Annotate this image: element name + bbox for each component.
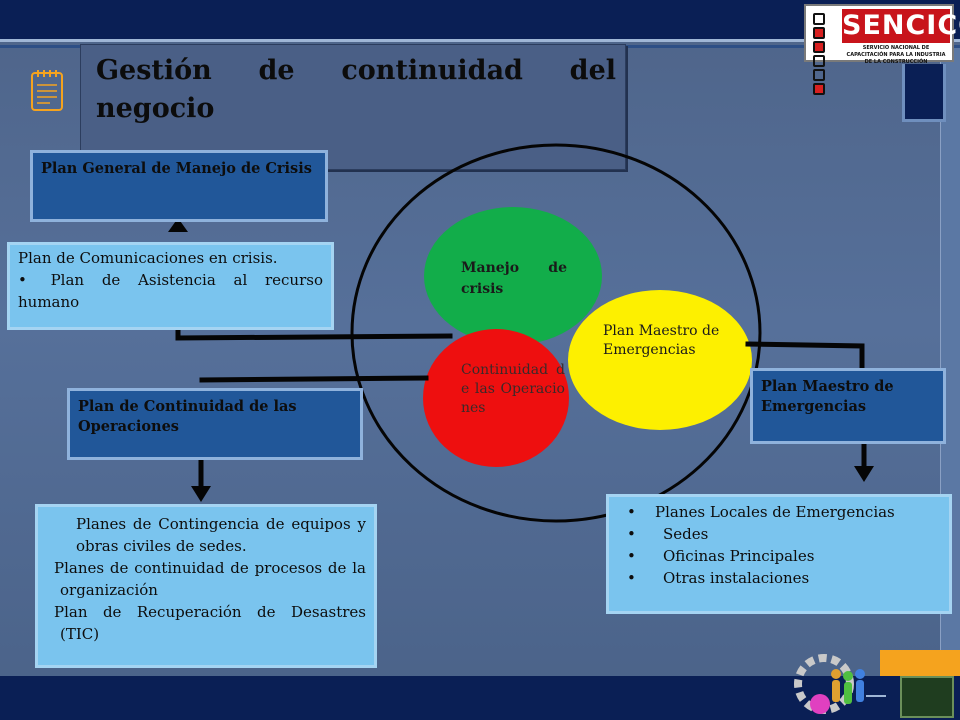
crisis-detail-1: Plan de Comunicaciones en crisis. <box>18 249 278 267</box>
list-item: Otras instalaciones <box>617 567 941 589</box>
box-continuidad-details: Planes de Contingencia de equipos y obra… <box>35 504 377 668</box>
label-plan-maestro: Plan Maestro de Emergencias <box>603 323 720 358</box>
box-comunicaciones-crisis: Plan de Comunicaciones en crisis. Plan d… <box>7 242 334 330</box>
list-item: Planes de Contingencia de equipos y obra… <box>76 515 366 555</box>
bottom-emblem-icon <box>900 676 954 718</box>
page-title: Gestión de continuidad del negocio <box>96 55 616 124</box>
crisis-detail-2: Plan de Asistencia al recurso humano <box>18 271 323 311</box>
box-plan-continuidad-title: Plan de Continuidad de las Operaciones <box>78 398 297 435</box>
logo-subtitle: SERVICIO NACIONAL DE CAPACITACIÓN PARA L… <box>846 45 946 65</box>
circle-manejo-crisis <box>424 207 602 345</box>
orange-accent <box>880 650 960 676</box>
arrow-down-emergencias <box>854 466 874 482</box>
top-band <box>0 0 960 42</box>
list-item: Planes de continuidad de procesos de la … <box>54 559 366 599</box>
circle-continuidad <box>423 329 569 467</box>
connector-crisis <box>175 327 453 341</box>
logo-brand: SENCICO <box>842 9 960 43</box>
box-plan-maestro-emergencias: Plan Maestro de Emergencias <box>750 368 946 444</box>
list-item: Oficinas Principales <box>617 545 941 567</box>
emergencias-list: Planes Locales de Emergencias Sedes Ofic… <box>617 501 941 589</box>
notepad-icon <box>31 70 63 111</box>
arrow-up-crisis <box>168 218 188 232</box>
circle-plan-maestro <box>568 290 752 430</box>
connector-emergencias <box>745 341 865 373</box>
logo-marks-icon <box>812 12 838 95</box>
box-plan-general-crisis-title: Plan General de Manejo de Crisis <box>41 160 312 177</box>
box-emergencias-details: Planes Locales de Emergencias Sedes Ofic… <box>606 494 952 614</box>
connector-continuidad <box>199 375 429 383</box>
box-plan-continuidad: Plan de Continuidad de las Operaciones <box>67 388 363 460</box>
box-plan-maestro-title: Plan Maestro de Emergencias <box>761 378 894 415</box>
sencico-logo: SENCICO SERVICIO NACIONAL DE CAPACITACIÓ… <box>804 4 960 95</box>
outer-ring <box>350 143 762 523</box>
box-plan-general-crisis: Plan General de Manejo de Crisis <box>30 150 328 222</box>
list-item: Plan de Recuperación de Desastres (TIC) <box>54 603 366 643</box>
label-manejo-crisis: Manejo de crisis <box>461 260 567 297</box>
title-panel <box>80 44 626 170</box>
continuidad-list: Planes de Contingencia de equipos y obra… <box>46 513 366 645</box>
arrow-down-continuidad <box>191 486 211 502</box>
label-continuidad: Continuidad de las Operaciones <box>461 362 565 416</box>
list-item: Sedes <box>617 523 941 545</box>
people-gear-illustration <box>794 654 886 714</box>
list-item: Planes Locales de Emergencias <box>617 501 941 523</box>
logo-drop-panel <box>902 64 946 122</box>
